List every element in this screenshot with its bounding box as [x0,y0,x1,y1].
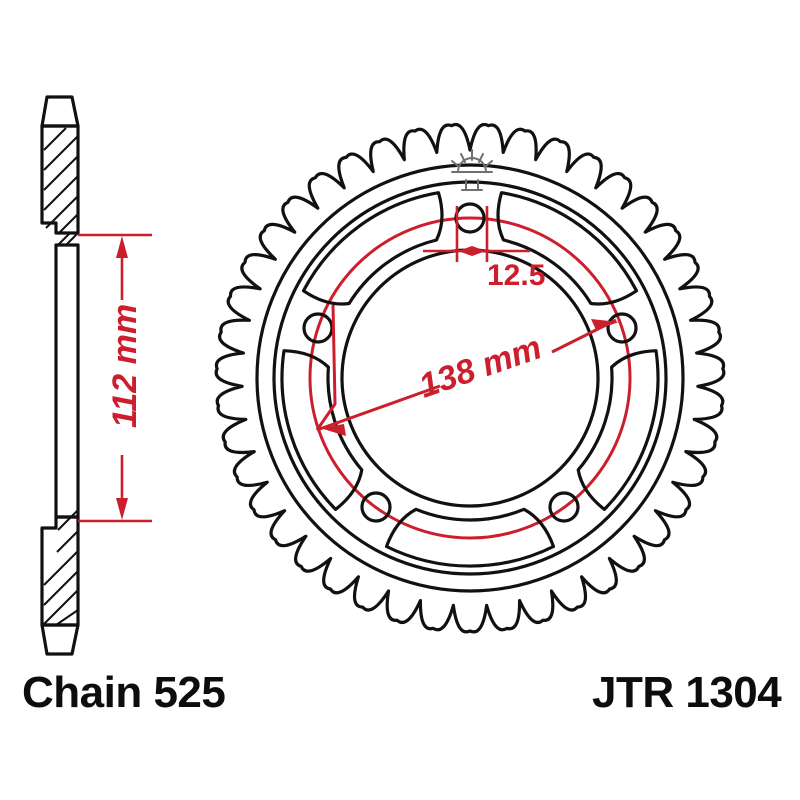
bolt-circle-pcd [308,216,632,540]
leader-left-vertical [315,304,337,431]
section-top-hatch [43,127,79,235]
dimension-112mm-label: 112 mm [106,304,144,428]
lightening-window [280,349,364,511]
arrow-up [116,236,128,258]
bolt-hole-upper-right [606,312,638,344]
section-top-tooth [40,95,80,128]
dimension-12_5: 12.5 [423,206,545,292]
arrow-right [472,246,486,256]
lightening-window [301,191,444,306]
lightening-window [496,191,639,306]
sprocket-front-view: 12.5 138 mm [214,123,726,634]
lightening-window [384,507,556,568]
dim-line-left-segment [316,384,441,432]
bolt-hole-lower-right [548,491,580,523]
tooth-ring [214,123,726,634]
section-bottom-hatch [43,509,79,626]
lightening-windows [280,191,660,568]
lightening-window [576,349,660,511]
rim-inner-circle [272,180,668,576]
countersink-symbol [451,149,493,191]
section-bottom-tooth [40,623,80,656]
arrow-down [116,498,128,520]
arrow-138-right [591,319,619,330]
dimension-138mm-label: 138 mm [414,328,546,405]
arrow-left [458,246,472,256]
dimension-112mm: 112 mm [78,233,152,523]
dimension-12_5-label: 12.5 [487,259,545,292]
arrow-138-left [320,424,346,436]
section-seam-hatch [57,232,79,246]
part-number-caption: JTR 1304 [592,668,782,717]
rim-outer-circle [255,163,685,593]
bolt-hole-lower-left [360,491,392,523]
dimension-138mm: 138 mm [315,304,619,436]
section-view: 112 mm [40,95,152,656]
section-web [54,243,80,519]
chain-caption: Chain 525 [22,668,225,717]
